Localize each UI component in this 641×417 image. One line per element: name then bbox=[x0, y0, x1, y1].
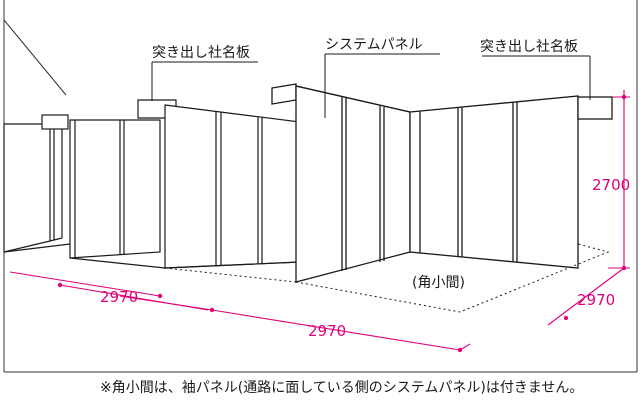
label-sign-right: 突き出し社名板 bbox=[480, 39, 578, 55]
footnote: ※角小間は、袖パネル(通路に面している側のシステムパネル)は付きません。 bbox=[100, 380, 584, 396]
dimension-width-front: 2970 bbox=[308, 322, 346, 340]
dimension-ticks bbox=[57, 94, 627, 353]
system-panel-wall bbox=[295, 85, 411, 283]
dimension-width-left: 2970 bbox=[100, 288, 138, 306]
label-sign-left: 突き出し社名板 bbox=[152, 45, 250, 61]
sign-board-center bbox=[271, 83, 297, 105]
far-sign-left bbox=[41, 114, 69, 130]
middle-booth bbox=[69, 99, 301, 269]
corner-booth bbox=[271, 83, 613, 283]
floor-outline bbox=[164, 243, 610, 313]
label-system-panel: システムパネル bbox=[325, 37, 423, 53]
label-corner-booth: (角小間) bbox=[412, 275, 465, 291]
far-booths bbox=[3, 114, 161, 259]
dimension-depth-right: 2970 bbox=[577, 291, 615, 309]
corner-back-wall bbox=[409, 95, 579, 269]
leader-lines bbox=[151, 53, 591, 118]
sign-board-right bbox=[577, 96, 613, 120]
dimension-height: 2700 bbox=[592, 176, 630, 194]
